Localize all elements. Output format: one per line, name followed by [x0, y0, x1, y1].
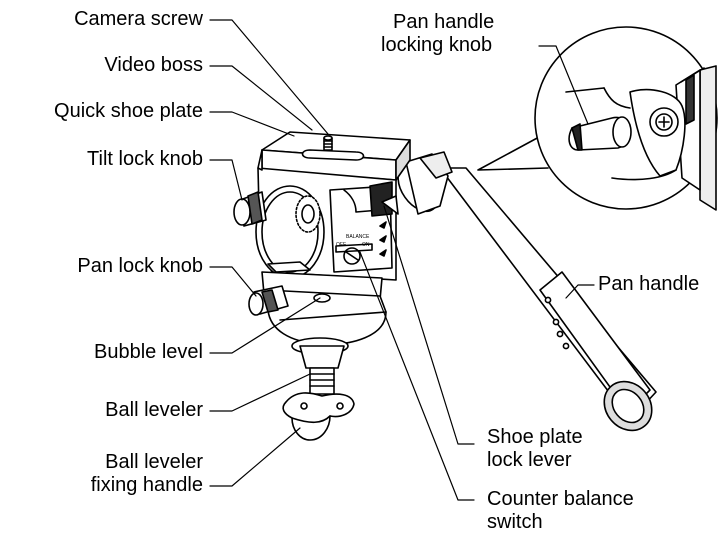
- label-bubble-level: Bubble level: [94, 341, 203, 363]
- label-counter-balance-switch-line1: Counter balance: [487, 488, 634, 510]
- pan-handle-art: [397, 151, 657, 432]
- inset-knob-body: [629, 88, 686, 177]
- label-quick-shoe-plate: Quick shoe plate: [54, 100, 203, 122]
- label-ball-leveler-fixing-handle-line2: fixing handle: [90, 474, 203, 496]
- inset-handle-shaft: [675, 65, 717, 211]
- leader-ball-leveler: [209, 373, 311, 412]
- leader-lines: [209, 19, 595, 501]
- label-pan-handle-locking-knob-line2: locking knob: [381, 34, 493, 56]
- label-pan-handle: Pan handle: [598, 273, 700, 295]
- label-ball-leveler-fixing-handle-line1: Ball leveler: [105, 451, 203, 473]
- magnified-inset: [477, 26, 718, 211]
- label-pan-lock-knob: Pan lock knob: [77, 255, 203, 277]
- label-pan-handle-locking-knob-line1: Pan handle: [393, 11, 495, 33]
- leader-pan-handle-locking-knob: [538, 45, 589, 125]
- leader-video-boss: [209, 65, 313, 131]
- pan-base-art: [248, 285, 387, 346]
- leader-counter-balance: [359, 251, 475, 501]
- ball-leveler-art: [282, 337, 355, 441]
- label-counter-balance-switch-line2: switch: [487, 511, 543, 533]
- leader-pan-handle: [565, 284, 595, 299]
- leader-shoe-plate-lock-lever: [383, 205, 475, 445]
- leader-tilt-lock-knob: [209, 159, 243, 201]
- label-tilt-lock-knob: Tilt lock knob: [87, 148, 203, 170]
- leader-camera-screw: [209, 19, 329, 135]
- tilt-body-art: [233, 149, 399, 301]
- label-shoe-plate-lock-lever-line2: lock lever: [487, 449, 572, 471]
- label-shoe-plate-lock-lever-line1: Shoe plate: [487, 426, 583, 448]
- label-camera-screw: Camera screw: [74, 8, 203, 30]
- label-ball-leveler: Ball leveler: [105, 399, 203, 421]
- label-video-boss: Video boss: [104, 54, 203, 76]
- leader-pan-lock-knob: [209, 266, 257, 297]
- leader-quick-shoe-plate: [209, 111, 295, 137]
- quick-shoe-plate-art: [261, 131, 411, 181]
- leader-bubble-level: [209, 297, 321, 354]
- inset-locking-knob: [568, 116, 632, 151]
- leader-fixing-handle: [209, 427, 301, 487]
- inset-frame-detail: [565, 87, 677, 181]
